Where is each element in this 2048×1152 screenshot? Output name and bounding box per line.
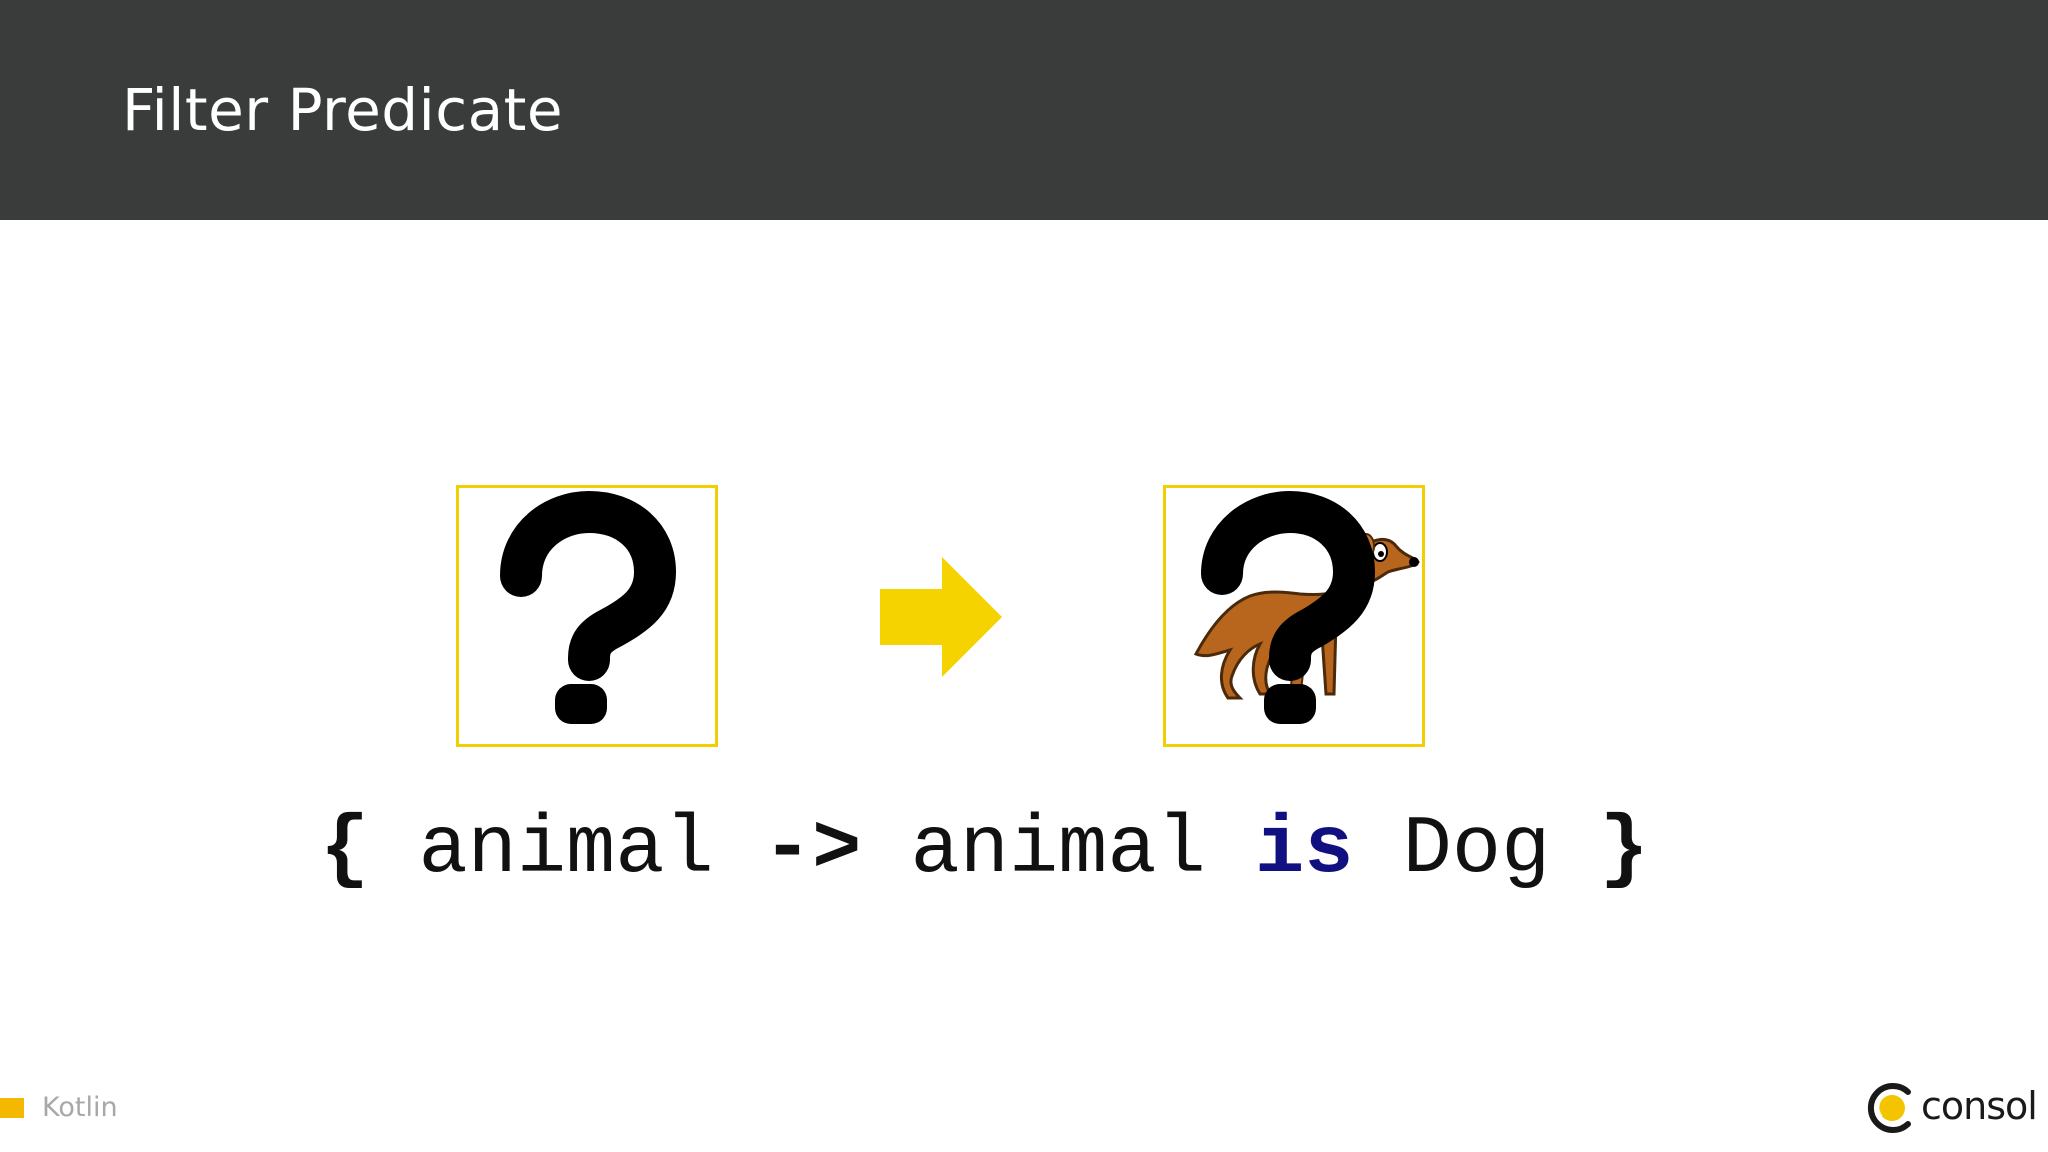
code-arrow: -> [762,803,862,896]
header-bar [0,0,2048,220]
dog-with-question-mark-icon [1193,491,1420,724]
code-param: animal [418,803,714,896]
slide-title: Filter Predicate [122,76,564,144]
right-arrow-icon [880,557,1002,677]
footer-section-label: Kotlin [42,1092,118,1123]
question-mark-icon [500,491,676,724]
code-keyword: is [1255,803,1354,896]
code-close-brace: } [1599,803,1649,896]
code-open-brace: { [320,803,370,896]
code-subject: animal [910,803,1206,896]
consol-logo-icon [1867,1083,1911,1133]
code-type-name: Dog [1402,803,1551,896]
footer-accent-square [0,1098,24,1118]
filter-predicate-code: { animal -> animal is Dog } [320,800,1740,900]
consol-logo: consol [1864,1080,2038,1136]
unknown-animal-box [456,485,718,747]
dog-box [1163,485,1425,747]
consol-logo-text: consol [1921,1084,2038,1128]
